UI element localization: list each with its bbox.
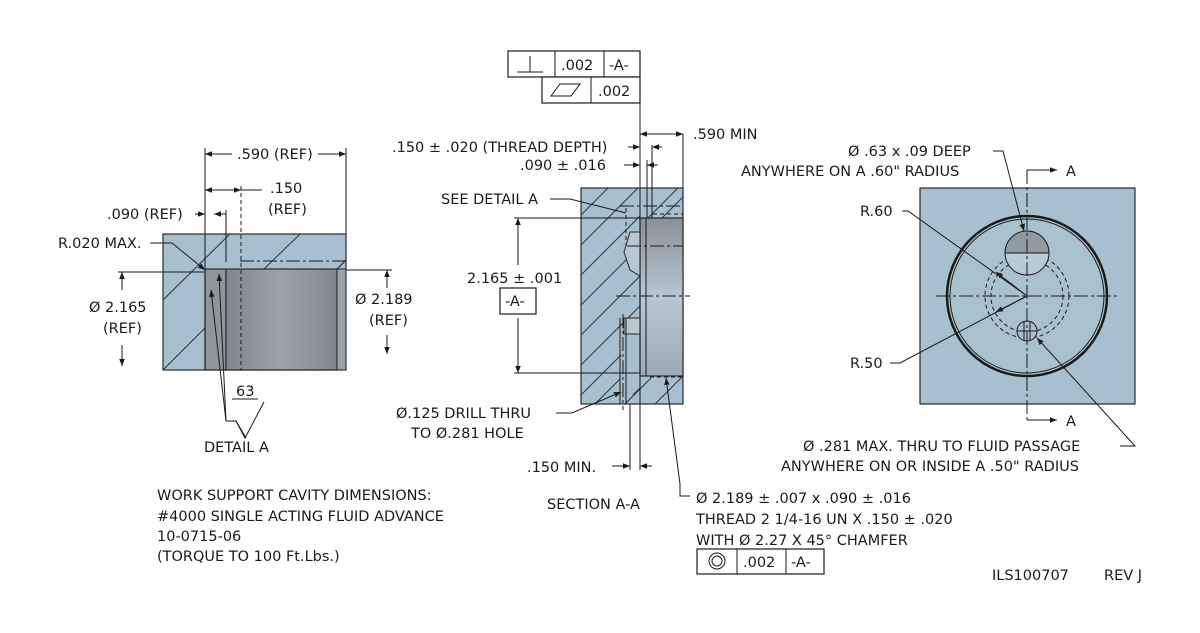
detail-a-dia-2165-ref: (REF) [103, 321, 142, 337]
note-line-3: 10-0715-06 [157, 529, 241, 545]
thread-note-line-3: WITH Ø 2.27 X 45° CHAMFER [696, 533, 908, 549]
drill-note-line-2: TO Ø.281 HOLE [410, 426, 524, 442]
note-line-2: #4000 SINGLE ACTING FLUID ADVANCE [157, 509, 444, 525]
r60-label: R.60 [860, 204, 893, 220]
detail-a-dim-150: .150 [270, 181, 302, 197]
fcf-concentricity: .002 -A- [696, 548, 825, 575]
passage-note-line-1: Ø .281 MAX. THRU TO FLUID PASSAGE [803, 439, 1080, 455]
section-aa-view: .002 -A- .002 [392, 50, 953, 575]
surface-finish-value: 63 [236, 384, 254, 400]
section-label-top: A [1066, 164, 1076, 180]
passage-note-line-2: ANYWHERE ON OR INSIDE A .50" RADIUS [781, 459, 1079, 475]
revision: REV J [1104, 568, 1142, 584]
surface-finish-symbol: 63 [209, 273, 265, 440]
title-block: ILS100707 REV J [992, 568, 1142, 584]
drill-note-line-1: Ø.125 DRILL THRU [396, 406, 531, 422]
pocket-note-line-1: Ø .63 x .09 DEEP [848, 144, 971, 160]
front-view: A A Ø .63 x .09 DEEP ANYWHERE ON A .60" … [741, 144, 1137, 475]
fcf-flat-tolerance: .002 [598, 84, 630, 100]
fcf-conc-tolerance: .002 [743, 555, 775, 571]
note-line-4: (TORQUE TO 100 Ft.Lbs.) [157, 549, 340, 565]
detail-a-dia-2189: Ø 2.189 [355, 292, 413, 308]
thread-note-line-2: THREAD 2 1/4-16 UN X .150 ± .020 [695, 512, 953, 528]
detail-a-dia-2165: Ø 2.165 [89, 300, 147, 316]
fcf-perp-datum: -A- [609, 58, 629, 74]
detail-a-hatching [163, 234, 301, 370]
see-detail-a: SEE DETAIL A [441, 192, 538, 208]
section-bore [639, 217, 684, 377]
detail-a-dim-090: .090 (REF) [107, 207, 183, 223]
concentricity-icon [708, 552, 726, 570]
fcf-flatness: .002 [541, 76, 641, 104]
datum-a-label: -A- [505, 294, 525, 310]
fcf-conc-datum: -A- [791, 555, 811, 571]
dim-thread-depth: .150 ± .020 (THREAD DEPTH) [392, 140, 607, 156]
general-notes: WORK SUPPORT CAVITY DIMENSIONS: #4000 SI… [157, 488, 444, 565]
detail-a-chamfer [336, 268, 347, 371]
section-label-bottom: A [1066, 414, 1076, 430]
dim-590-min: .590 MIN [693, 127, 758, 143]
detail-a-dim-150-ref: (REF) [268, 202, 307, 218]
fcf-perpendicularity: .002 -A- [507, 50, 641, 78]
detail-a-bore [225, 268, 338, 371]
detail-a-dim-590: .590 (REF) [237, 147, 313, 163]
detail-a-view: .590 (REF) .150 (REF) .090 (REF) R.020 M… [58, 147, 413, 456]
dim-150-min: .150 MIN. [527, 460, 596, 476]
fcf-perp-tolerance: .002 [561, 58, 593, 74]
r50-label: R.50 [850, 356, 883, 372]
perpendicularity-icon [517, 56, 543, 73]
section-title: SECTION A-A [547, 497, 640, 513]
thread-note-line-1: Ø 2.189 ± .007 x .090 ± .016 [696, 491, 911, 507]
pocket-note-line-2: ANYWHERE ON A .60" RADIUS [741, 164, 959, 180]
dim-2165: 2.165 ± .001 [467, 271, 562, 287]
detail-a-dia-2189-ref: (REF) [369, 313, 408, 329]
detail-a-radius-note: R.020 MAX. [58, 236, 141, 252]
drawing-number: ILS100707 [992, 568, 1069, 584]
datum-a-box [499, 287, 537, 315]
pocket-feature [623, 231, 641, 277]
detail-a-title: DETAIL A [204, 440, 269, 456]
note-line-1: WORK SUPPORT CAVITY DIMENSIONS: [157, 488, 432, 504]
dim-090-016: .090 ± .016 [520, 158, 606, 174]
flatness-icon [550, 83, 581, 97]
